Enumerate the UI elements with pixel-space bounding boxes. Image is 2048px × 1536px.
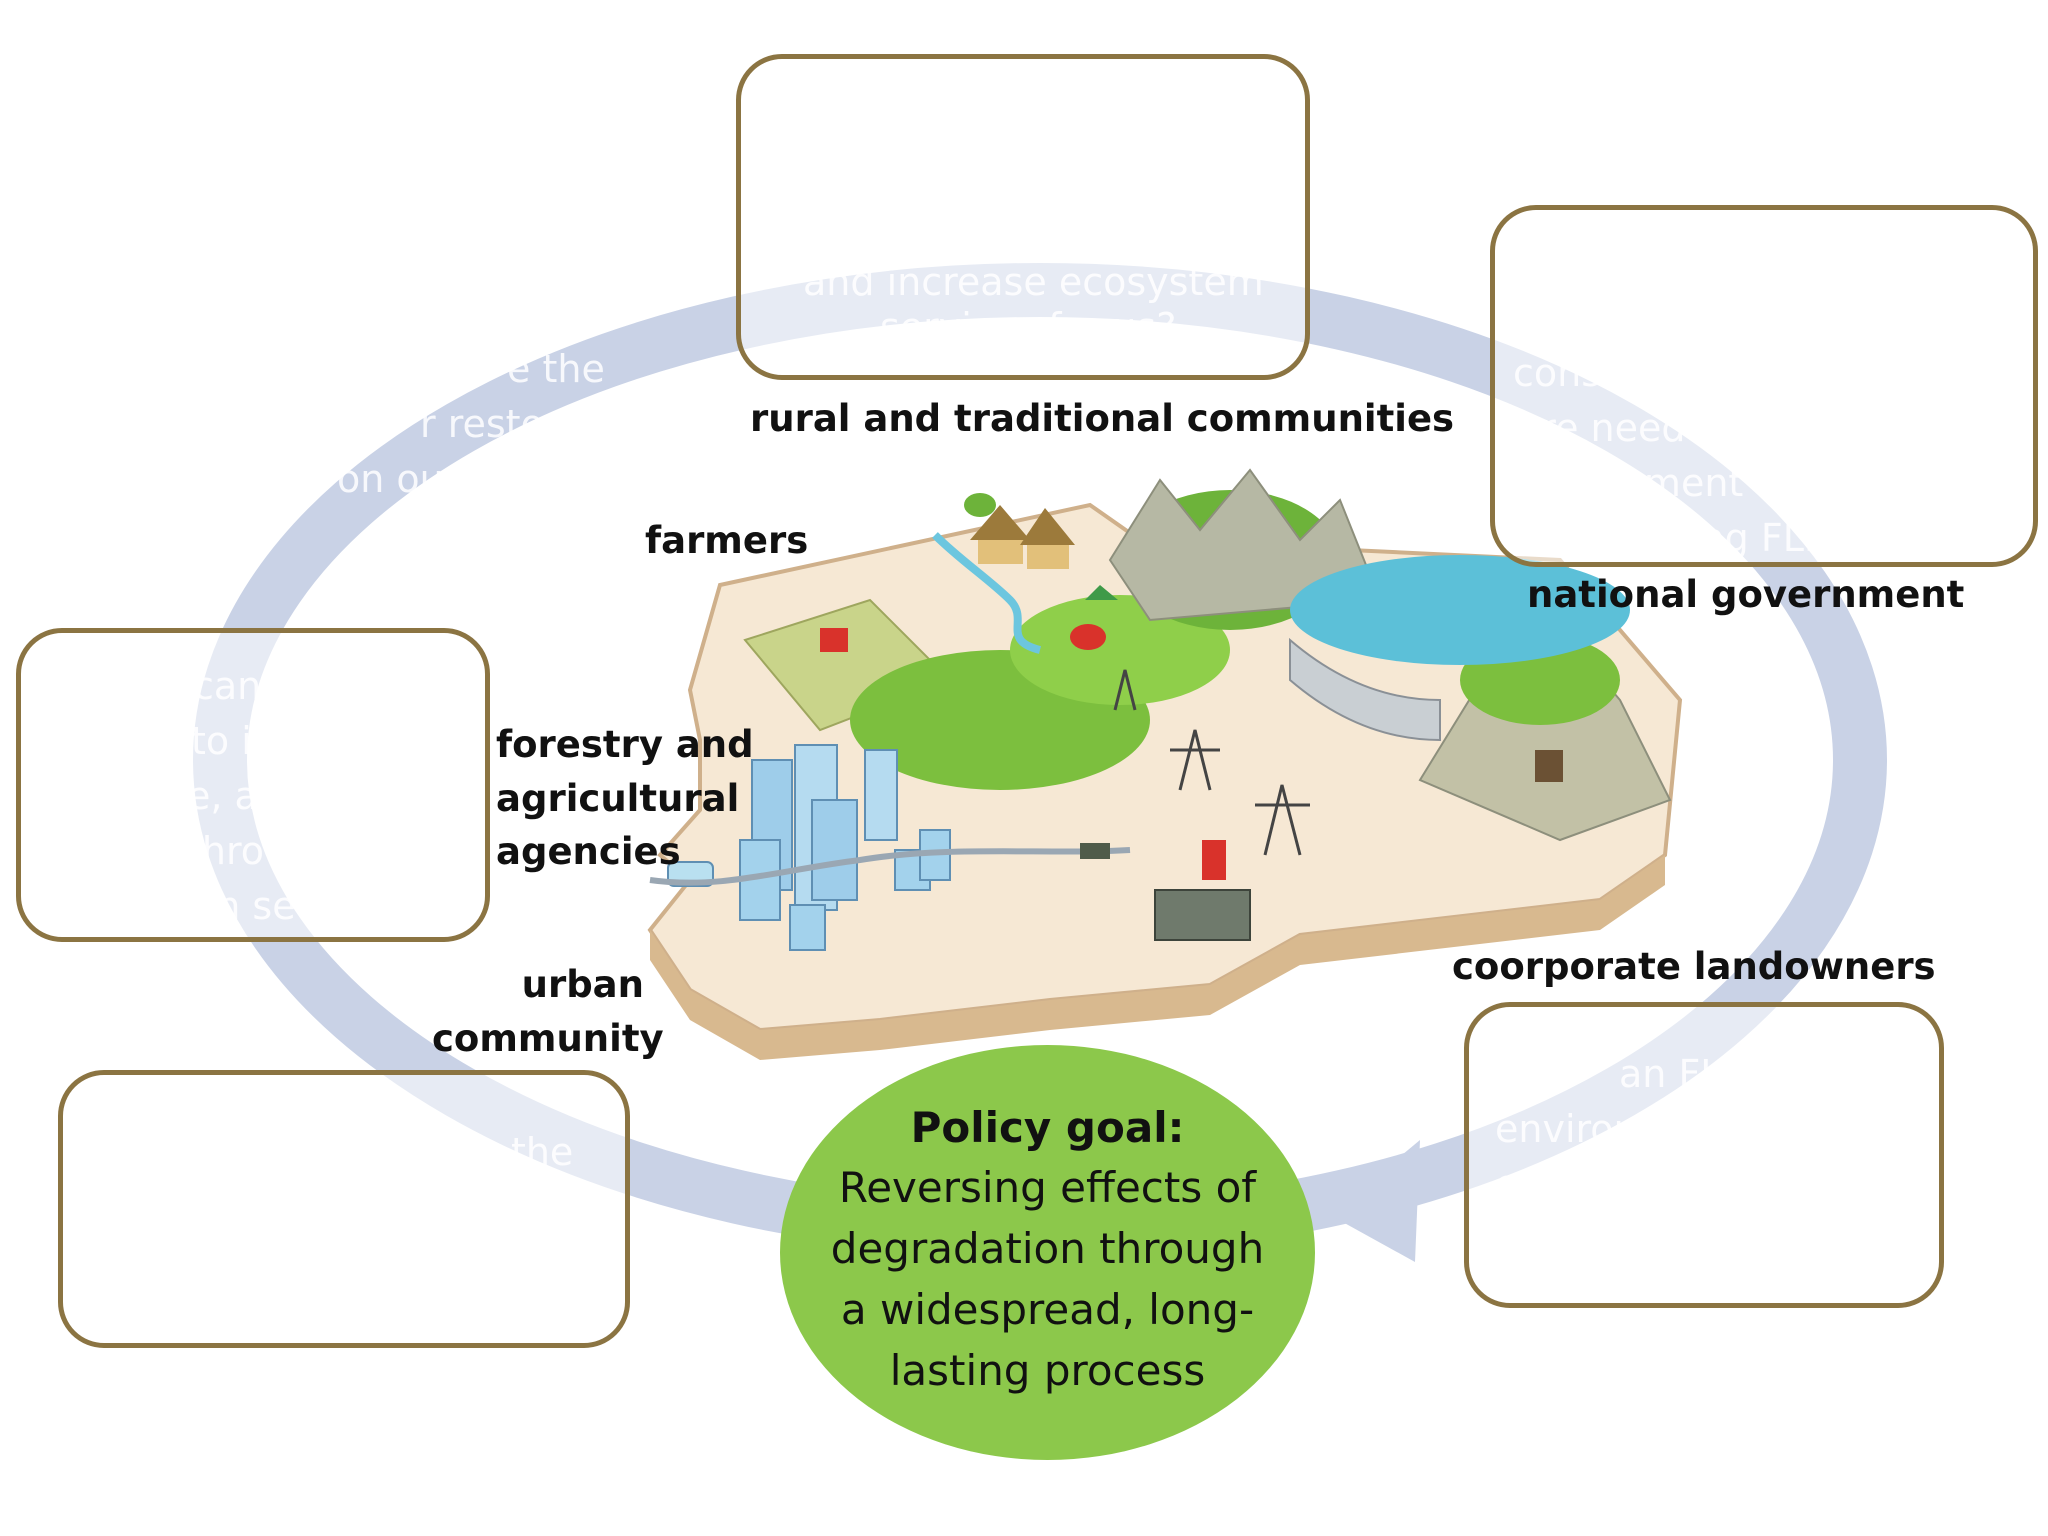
upper-left-faded-line-1: e the (507, 347, 605, 391)
question-box-bottom-left-faded-line-2: r (583, 1182, 599, 1226)
label-urban-community: urban community (432, 958, 664, 1065)
policy-goal-circle: Policy goal: Reversing effects of degrad… (780, 1045, 1315, 1460)
truck (1080, 843, 1110, 859)
question-box-left-mid-faded-line-2: to inf (191, 719, 290, 763)
power-pylon (1113, 669, 1137, 711)
hut (970, 505, 1030, 540)
question-box-right-top-faded-line-2: are need (1517, 406, 1686, 450)
road (649, 847, 1131, 886)
mine-entrance (1535, 750, 1563, 782)
question-box-left-mid: can w to inf e, and throug on se (16, 628, 490, 942)
label-farmers: farmers (645, 519, 809, 562)
skyscraper (864, 749, 898, 841)
label-forestry-line-2: agricultural (496, 776, 740, 820)
question-box-bottom-left-faded-line-1: ve the (453, 1130, 574, 1174)
upper-left-faded-line-2: r restorin (420, 402, 595, 446)
power-pylon (1255, 784, 1310, 856)
dam-wall (1289, 637, 1441, 742)
mountain (1108, 468, 1382, 622)
cycle-arrowhead (1330, 1140, 1420, 1262)
puzzle-edge (650, 855, 1665, 1060)
policy-goal-body: Reversing effects of degradation through… (830, 1163, 1265, 1395)
question-box-top: and increase ecosystem (736, 54, 1310, 380)
question-box-right-top-faded-line-3: lement (1610, 461, 1744, 505)
label-corporate-landowners: coorporate landowners (1452, 945, 1936, 988)
upper-left-faded-line-3: on our f (337, 457, 485, 501)
power-pylon (1170, 729, 1220, 791)
label-urban-line-1: urban (521, 963, 644, 1006)
landscape-illustration (647, 468, 1683, 1060)
question-box-right-top-faded-line-4: ing FLR (1690, 516, 1831, 560)
river (932, 532, 1042, 654)
question-box-left-mid-faded-line-5: on se (193, 884, 296, 928)
question-box-top-faded-line: and increase ecosystem (803, 260, 1264, 304)
tree (964, 493, 996, 517)
label-forestry-line-1: forestry and (496, 723, 754, 766)
hut-base (978, 540, 1023, 564)
question-box-left-mid-faded-line-1: can w (193, 664, 305, 708)
question-box-right-top: cons are need lement ing FLR (1490, 205, 2038, 567)
question-box-bottom-right: an FLR c environm cau (1464, 1002, 1944, 1308)
question-box-left-mid-faded-line-3: e, and (187, 774, 307, 818)
question-box-bottom-left: ve the r (58, 1070, 630, 1348)
question-box-bottom-right-faded-line-3: cau (1495, 1162, 1564, 1206)
label-forestry-line-3: agencies (496, 830, 681, 874)
hut (1020, 508, 1075, 545)
label-urban-line-2: community (432, 1016, 664, 1060)
label-national-government: national government (1527, 573, 1965, 616)
question-box-left-mid-faded-line-4: throug (187, 829, 313, 873)
hut-base (1027, 545, 1069, 569)
skyscraper (811, 799, 858, 901)
reservoir (1290, 555, 1630, 665)
label-forestry-agricultural-agencies: forestry and agricultural agencies (496, 718, 754, 879)
green-tent (1085, 585, 1118, 600)
factory (1154, 889, 1251, 941)
question-box-right-top-faded-line-1: cons (1513, 351, 1602, 395)
harvester (820, 628, 848, 652)
question-box-top-faded-line-2: services for us? (880, 305, 1177, 349)
label-rural-traditional-communities: rural and traditional communities (750, 397, 1455, 440)
red-tent (1070, 624, 1106, 650)
question-box-bottom-right-faded-line-2: environm (1495, 1107, 1675, 1151)
forest-patch (1010, 595, 1230, 705)
policy-goal-title: Policy goal: (910, 1103, 1185, 1153)
water-tower (1202, 840, 1226, 880)
question-box-bottom-right-faded-line-1: an FLR c (1619, 1052, 1781, 1096)
low-building (789, 904, 826, 951)
